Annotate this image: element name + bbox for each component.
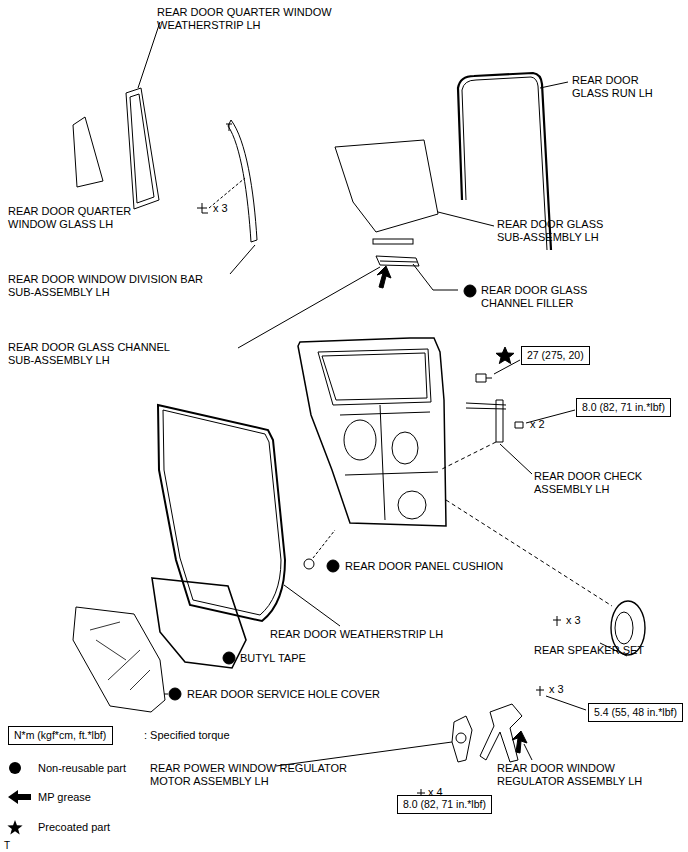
quantity-label: T <box>4 839 24 852</box>
bolt-part <box>476 374 492 382</box>
leader-line <box>284 585 340 626</box>
leader-line <box>540 82 568 88</box>
torque-box: 8.0 (82, 71 in.*lbf) <box>397 795 492 814</box>
door-window-frame <box>322 353 427 400</box>
channel-part <box>376 256 419 266</box>
butyl-tape <box>152 578 246 668</box>
dashed-line <box>446 500 612 606</box>
legend-arrow <box>8 790 31 804</box>
torque-box: 5.4 (55, 48 in.*lbf) <box>588 703 683 722</box>
part-name: REAR SPEAKER SET <box>534 644 684 657</box>
precoated-mark <box>496 347 514 364</box>
regulator-part <box>480 704 522 762</box>
dashed-line <box>313 530 335 558</box>
non-reusable-mark <box>169 688 181 700</box>
glass-part <box>73 117 103 187</box>
leader-line <box>500 444 532 474</box>
dashed-line <box>440 442 496 470</box>
part-name: REAR DOOR CHECK ASSEMBLY LH <box>534 470 664 496</box>
torque-value: N*m (kgf*cm, ft.*lbf) <box>14 729 106 741</box>
quantity-label: x 4 <box>428 786 468 799</box>
door-window-frame <box>318 349 431 405</box>
motor-part <box>456 733 466 743</box>
legend-entry: MP grease <box>38 791 91 804</box>
service-hole-cover <box>73 607 165 712</box>
door-panel <box>298 338 446 526</box>
torque-box: N*m (kgf*cm, ft.*lbf) <box>8 726 113 745</box>
nut-part <box>515 422 523 428</box>
weatherstrip-part <box>130 94 154 203</box>
division-bar-part <box>228 120 257 242</box>
weatherstrip-part <box>126 88 159 209</box>
screw-part <box>536 686 544 696</box>
filler-part <box>373 239 413 244</box>
door-hole <box>344 420 376 460</box>
torque-value: 27 (275, 20) <box>527 349 584 361</box>
leader-line <box>494 360 520 374</box>
glass-part <box>335 140 438 232</box>
legend-dot <box>9 762 21 774</box>
leader-line <box>230 245 255 274</box>
quantity-label: x 3 <box>213 202 253 215</box>
leader-line <box>138 22 160 88</box>
part-name: REAR DOOR QUARTER WINDOW WEATHERSTRIP LH <box>157 6 357 32</box>
leader-line <box>546 696 586 710</box>
door-hole <box>398 491 426 519</box>
leader-line <box>524 744 532 760</box>
check-part <box>466 400 506 442</box>
legend-entry: Precoated part <box>38 821 110 834</box>
legend-entry: : Specified torque <box>144 729 230 742</box>
torque-value: 5.4 (55, 48 in.*lbf) <box>594 706 677 718</box>
part-name: REAR DOOR GLASS SUB-ASSEMBLY LH <box>497 218 622 244</box>
leader-line <box>438 212 494 226</box>
non-reusable-mark <box>464 285 476 297</box>
torque-box: 8.0 (82, 71 in.*lbf) <box>576 398 671 417</box>
door-weatherstrip <box>158 405 285 621</box>
grease-arrow <box>377 266 391 288</box>
part-name: REAR DOOR GLASS CHANNEL FILLER <box>481 284 606 310</box>
part-name: BUTYL TAPE <box>240 652 360 665</box>
part-name: REAR DOOR WINDOW DIVISION BAR SUB-ASSEMB… <box>8 273 203 299</box>
non-reusable-mark <box>223 652 235 664</box>
leader-line <box>238 267 380 348</box>
part-name: REAR DOOR GLASS CHANNEL SUB-ASSEMBLY LH <box>8 341 198 367</box>
door-hole <box>392 432 418 464</box>
door-detail <box>340 405 438 520</box>
legend-entry: Non-reusable part <box>38 762 126 775</box>
torque-box: 27 (275, 20) <box>521 346 590 365</box>
motor-part <box>452 716 472 762</box>
torque-value: 8.0 (82, 71 in.*lbf) <box>403 798 486 810</box>
leader-line <box>413 264 458 290</box>
part-name: REAR POWER WINDOW REGULATOR MOTOR ASSEMB… <box>150 762 375 788</box>
part-name: REAR DOOR WEATHERSTRIP LH <box>270 628 470 641</box>
quantity-label: x 2 <box>530 418 570 431</box>
part-name: REAR DOOR PANEL CUSHION <box>345 560 545 573</box>
door-weatherstrip <box>163 410 281 615</box>
part-name: REAR DOOR SERVICE HOLE COVER <box>187 688 407 701</box>
non-reusable-mark <box>327 560 339 572</box>
torque-value: 8.0 (82, 71 in.*lbf) <box>582 401 665 413</box>
part-name: REAR DOOR QUARTER WINDOW GLASS LH <box>8 205 158 231</box>
bolt-part <box>197 203 208 213</box>
cover-detail <box>90 622 150 690</box>
quantity-label: x 3 <box>549 683 589 696</box>
leader-line <box>164 694 168 695</box>
screw-part <box>553 616 561 626</box>
part-name: REAR DOOR WINDOW REGULATOR ASSEMBLY LH <box>497 762 652 788</box>
cushion-part <box>304 559 314 569</box>
grease-arrow <box>512 731 527 753</box>
quantity-label: x 3 <box>566 614 606 627</box>
speaker-part <box>615 612 633 644</box>
part-name: REAR DOOR GLASS RUN LH <box>572 74 672 100</box>
legend-star <box>7 820 22 834</box>
